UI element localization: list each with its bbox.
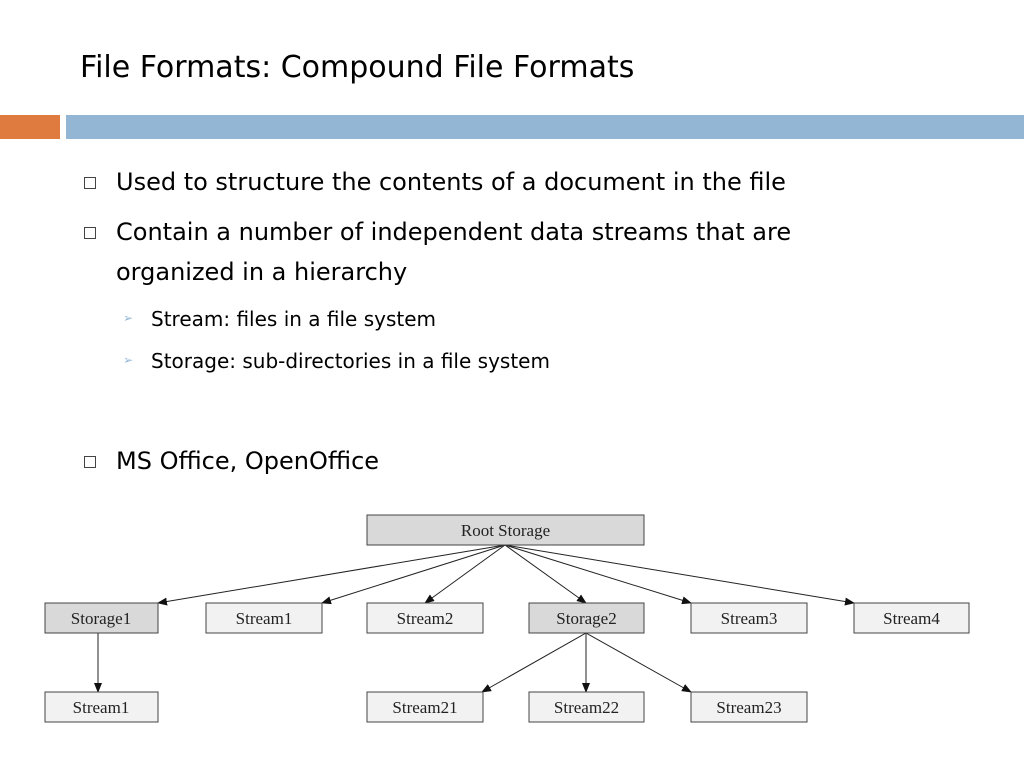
stream-node: Stream23 bbox=[690, 691, 808, 723]
edge bbox=[504, 544, 587, 604]
bullet-square-icon bbox=[84, 456, 96, 468]
edge bbox=[585, 632, 692, 693]
node-label: Stream23 bbox=[716, 698, 781, 717]
node-label: Stream4 bbox=[883, 609, 940, 628]
node-label: Storage1 bbox=[71, 609, 131, 628]
stream-node: Stream1 bbox=[205, 602, 323, 634]
root-storage-node: Root Storage bbox=[366, 514, 645, 546]
stream-node: Stream3 bbox=[690, 602, 808, 634]
edge bbox=[157, 544, 506, 606]
stream-node: Stream1 bbox=[44, 691, 159, 723]
node-label: Root Storage bbox=[461, 521, 550, 540]
edge bbox=[424, 544, 506, 604]
stream-node: Stream22 bbox=[528, 691, 645, 723]
storage-node: Storage2 bbox=[528, 602, 645, 634]
sub-bullet-item: Storage: sub-directories in a file syste… bbox=[151, 349, 550, 373]
edge bbox=[321, 544, 506, 605]
edge bbox=[504, 544, 692, 605]
node-label: Storage2 bbox=[556, 609, 616, 628]
node-label: Stream22 bbox=[554, 698, 619, 717]
stream-node: Stream4 bbox=[853, 602, 970, 634]
node-label: Stream1 bbox=[236, 609, 293, 628]
sub-bullet-item: Stream: files in a file system bbox=[151, 307, 437, 331]
edge bbox=[504, 544, 855, 606]
header-accent-orange bbox=[0, 115, 60, 139]
stream-node: Stream2 bbox=[366, 602, 484, 634]
arrow-bullet-icon: ➢ bbox=[123, 353, 134, 367]
node-label: Stream21 bbox=[392, 698, 457, 717]
stream-node: Stream21 bbox=[366, 691, 484, 723]
storage-node: Storage1 bbox=[44, 602, 159, 634]
slide-title: File Formats: Compound File Formats bbox=[80, 50, 635, 85]
edges bbox=[94, 544, 855, 693]
arrow-bullet-icon: ➢ bbox=[123, 311, 134, 325]
bullet-item: Contain a number of independent data str… bbox=[116, 218, 792, 286]
header-accent-blue bbox=[66, 115, 1024, 139]
node-label: Stream1 bbox=[73, 698, 130, 717]
bullet-item: MS Office, OpenOffice bbox=[116, 447, 380, 475]
bullet-item: Used to structure the contents of a docu… bbox=[116, 168, 786, 196]
edge bbox=[481, 632, 587, 693]
node-label: Stream3 bbox=[721, 609, 778, 628]
bullet-square-icon bbox=[84, 177, 96, 189]
node-label: Stream2 bbox=[397, 609, 454, 628]
bullet-square-icon bbox=[84, 227, 96, 239]
